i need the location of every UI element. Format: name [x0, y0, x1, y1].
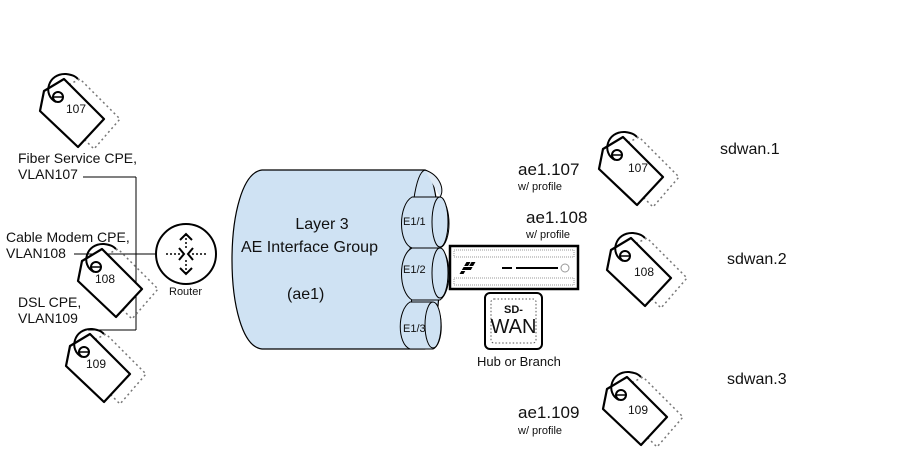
tag-number-107-left: 107 — [66, 102, 87, 116]
cpe-dsl-label: DSL CPE, VLAN109 — [18, 294, 81, 326]
ae-group-line1: Layer 3 — [295, 216, 349, 233]
sdwan-zone-1: sdwan.1 — [720, 141, 780, 158]
sdwan-zone-3: sdwan.3 — [727, 371, 787, 388]
subinterface-ae1-108: ae1.108 — [526, 208, 588, 227]
subinterface-ae1-109-note: w/ profile — [518, 425, 563, 437]
subinterface-ae1-107-note: w/ profile — [518, 181, 563, 193]
subinterface-ae1-109: ae1.109 — [518, 403, 580, 422]
subinterface-ae1-107: ae1.107 — [518, 160, 580, 179]
member-cylinder-e1-2 — [401, 247, 450, 301]
member-label-e1-1: E1/1 — [403, 216, 426, 228]
sdwan-zone-2: sdwan.2 — [727, 251, 787, 268]
cpe-fiber-label: Fiber Service CPE, VLAN107 — [18, 150, 137, 182]
cpe-cable-label: Cable Modem CPE, VLAN108 — [6, 229, 130, 261]
cpe-dsl-line1: DSL CPE, — [18, 294, 82, 310]
member-cylinder-e1-3 — [399, 301, 442, 350]
member-label-e1-3: E1/3 — [403, 323, 426, 335]
sdwan-badge-line2: WAN — [490, 316, 537, 338]
router-label: Router — [169, 286, 203, 298]
hub-or-branch-label: Hub or Branch — [477, 354, 561, 369]
sdwan-badge-icon — [484, 292, 543, 350]
subinterface-ae1-108-note: w/ profile — [526, 229, 571, 241]
cpe-fiber-line1: Fiber Service CPE, — [18, 150, 138, 166]
cpe-dsl-vlan: VLAN109 — [18, 310, 78, 327]
firewall-appliance-icon — [448, 244, 580, 291]
member-cylinder-e1-1 — [401, 196, 450, 249]
tag-number-109-left: 109 — [86, 357, 107, 371]
member-label-e1-2: E1/2 — [403, 264, 426, 276]
ae-group-line3: (ae1) — [287, 286, 325, 303]
ae-group-line2: AE Interface Group — [241, 239, 378, 256]
tag-number-109-right: 109 — [628, 403, 649, 417]
cpe-cable-vlan: VLAN108 — [6, 245, 66, 262]
cpe-fiber-vlan: VLAN107 — [18, 166, 78, 183]
sdwan-badge-line1: SD- — [504, 304, 523, 316]
router-icon — [155, 223, 217, 285]
tag-number-108-left: 108 — [95, 272, 116, 286]
tag-number-108-right: 108 — [634, 265, 655, 279]
tag-number-107-right: 107 — [628, 161, 649, 175]
cpe-cable-line1: Cable Modem CPE, — [6, 229, 130, 245]
